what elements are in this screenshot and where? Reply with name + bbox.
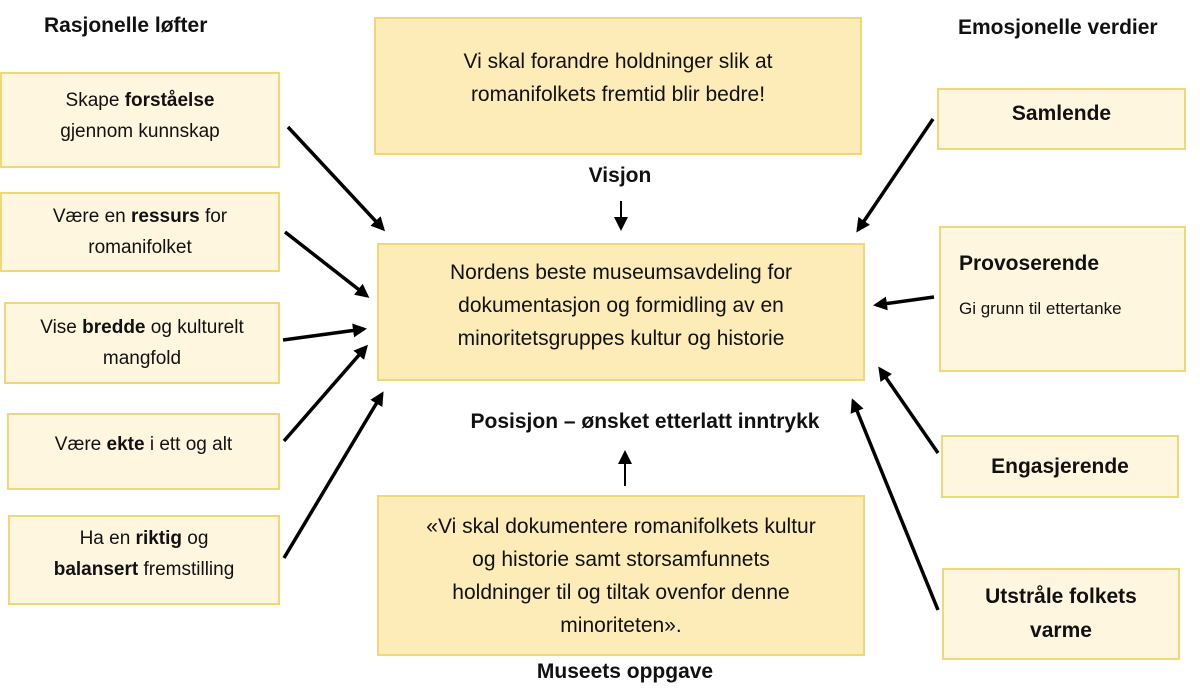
mission-text-line1: «Vi skal dokumentere romanifolkets kultu… (426, 514, 816, 538)
arrow-resource (283, 230, 370, 298)
emphasis: ressurs (131, 206, 200, 227)
rational-box-authentic: Være ekte i ett og alt (7, 413, 280, 490)
vision-box: Vi skal forandre holdninger slik at roma… (374, 17, 862, 155)
arrow-provocative (873, 295, 935, 311)
emotional-box-provocative: Provoserende Gi grunn til ettertanke (939, 226, 1186, 372)
rational-promises-heading: Rasjonelle løfter (44, 14, 208, 37)
position-text-line3: minoritetsgruppes kultur og historie (457, 326, 785, 350)
text: Ha en (79, 528, 136, 549)
position-box: Nordens beste museumsavdeling for dokume… (377, 243, 865, 381)
text: Være en (52, 206, 132, 227)
text: for (199, 206, 228, 227)
emotional-values-heading: Emosjonelle verdier (958, 16, 1158, 39)
position-text-line1: Nordens beste museumsavdeling for (449, 260, 792, 284)
text: fremstilling (138, 559, 235, 580)
emotional-title: varme (1030, 619, 1092, 642)
emotional-title: Engasjerende (991, 455, 1129, 478)
emphasis: forståelse (124, 90, 215, 111)
rational-box-balanced: Ha en riktig og balansert fremstilling (8, 515, 280, 605)
emphasis: ekte (106, 434, 145, 455)
arrow-unifying (856, 118, 935, 233)
emphasis: bredde (82, 317, 146, 338)
emphasis: riktig (135, 528, 182, 549)
text: romanifolket (88, 237, 192, 258)
vision-text-line1: Vi skal forandre holdninger slik at (463, 50, 773, 73)
arrow-engaging (878, 366, 940, 454)
arrow-balanced (282, 391, 384, 559)
rational-box-resource: Være en ressurs for romanifolket (0, 192, 280, 272)
mission-box: «Vi skal dokumentere romanifolkets kultu… (377, 495, 865, 656)
text: Vise (40, 317, 83, 338)
text: Skape (65, 90, 125, 111)
rational-box-understanding: Skape forståelse gjennom kunnskap (0, 72, 280, 168)
text: og kulturelt (145, 317, 244, 338)
arrow-diversity (282, 323, 367, 342)
text: i ett og alt (144, 434, 233, 455)
emotional-title: Samlende (1011, 101, 1112, 125)
emotional-title: Utstråle folkets (985, 585, 1137, 608)
vision-label: Visjon (588, 164, 652, 187)
text: mangfold (102, 348, 182, 369)
text: Være (54, 434, 107, 455)
vision-text-line2: romanifolkets fremtid blir bedre! (470, 83, 766, 106)
arrow-warmth (850, 398, 940, 611)
position-label: Posisjon – ønsket etterlatt inntrykk (470, 410, 820, 433)
emotional-title: Provoserende (959, 252, 1100, 275)
text: gjennom kunnskap (60, 121, 220, 142)
emotional-box-warmth: Utstråle folkets varme (942, 568, 1180, 660)
mission-text-line4: minoriteten». (560, 613, 682, 637)
emotional-box-unifying: Samlende (937, 88, 1186, 150)
emotional-subtitle: Gi grunn til ettertanke (959, 299, 1122, 318)
arrow-understanding (286, 125, 386, 232)
text: og (182, 528, 209, 549)
arrow-authentic (282, 344, 368, 443)
emotional-box-engaging: Engasjerende (941, 435, 1179, 498)
position-text-line2: dokumentasjon og formidling av en (458, 293, 784, 317)
emphasis: balansert (53, 559, 139, 580)
mission-text-line2: og historie samt storsamfunnets (472, 547, 770, 571)
rational-box-diversity: Vise bredde og kulturelt mangfold (4, 302, 280, 384)
mission-label: Museets oppgave (536, 660, 714, 683)
mission-text-line3: holdninger til og tiltak ovenfor denne (452, 580, 790, 604)
